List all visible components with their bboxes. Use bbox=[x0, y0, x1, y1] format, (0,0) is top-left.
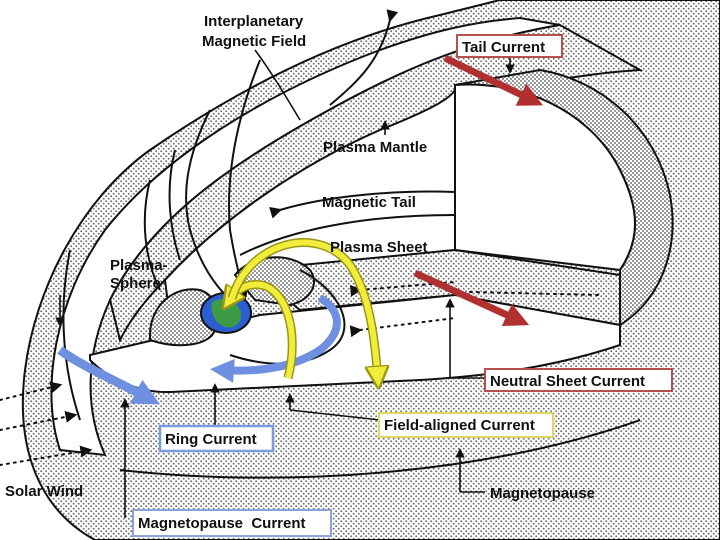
ring-current-box bbox=[158, 424, 275, 453]
magnetopause-current-box bbox=[132, 509, 332, 537]
magnetopause-current-label: Magnetopause Current bbox=[138, 515, 306, 532]
tail-cross-section bbox=[454, 68, 674, 327]
magnetic-tail-label: Magnetic Tail bbox=[322, 194, 416, 211]
label-boxes bbox=[132, 34, 673, 537]
plasmasphere-label-line1: Plasma- bbox=[110, 257, 168, 274]
field-aligned-current-box bbox=[378, 412, 554, 438]
field-aligned-current-label: Field-aligned Current bbox=[384, 417, 535, 434]
solar-wind-label: Solar Wind bbox=[5, 483, 83, 500]
plasmasphere-label-line2: Sphere bbox=[110, 275, 161, 292]
neutral-sheet-current-arrow bbox=[413, 269, 530, 327]
field-aligned-current-arrows bbox=[228, 238, 378, 380]
plasma-mantle-label: Plasma Mantle bbox=[323, 139, 427, 156]
tail-current-arrow bbox=[443, 54, 544, 106]
ring-current-label: Ring Current bbox=[165, 431, 257, 448]
ring-current-arrows bbox=[57, 294, 341, 405]
magnetopause-label: Magnetopause bbox=[490, 485, 595, 502]
tail-current-box bbox=[456, 34, 563, 58]
field-lines bbox=[62, 9, 641, 479]
tail-current-label: Tail Current bbox=[462, 39, 545, 56]
neutral-sheet-current-box bbox=[484, 368, 673, 392]
neutral-sheet-current-label: Neutral Sheet Current bbox=[490, 373, 645, 390]
interplanetary-label-line1: Interplanetary bbox=[204, 13, 304, 30]
leader-lines bbox=[55, 49, 515, 518]
interplanetary-label-line2: Magnetic Field bbox=[202, 33, 306, 50]
plasma-sheet-label: Plasma Sheet bbox=[330, 239, 428, 256]
